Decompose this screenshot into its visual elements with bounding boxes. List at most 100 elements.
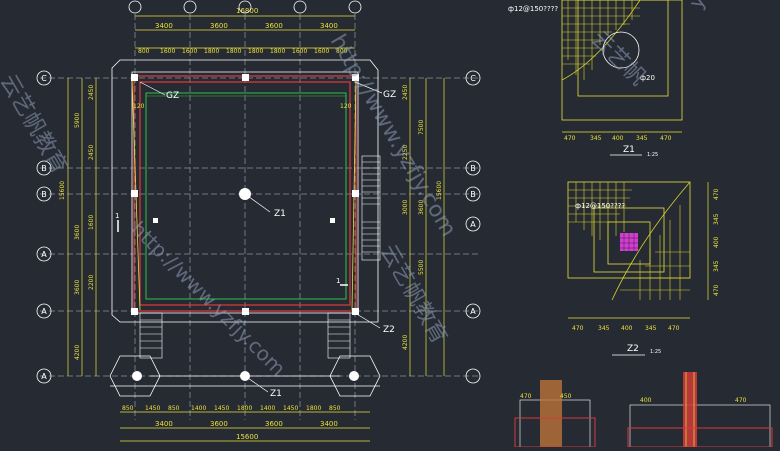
axis-bubble-1	[128, 0, 142, 14]
top-sub-3: 1600	[182, 48, 197, 55]
z2-side-dim-3: 400	[713, 236, 720, 248]
column-a5	[352, 308, 359, 315]
z2-dim-3: 400	[621, 325, 633, 332]
axis-right-c: C	[470, 74, 476, 83]
left-axis-bubbles	[36, 70, 52, 384]
bottom-dimension-group: 850 1450 850 1400 1450 1800 1400 1450 18…	[120, 405, 370, 442]
z1-bottom-label: Z1	[270, 389, 282, 399]
bottom-sub-5: 1450	[214, 405, 229, 412]
bottom-sub-3: 850	[168, 405, 180, 412]
z2-mesh-arc	[611, 181, 691, 301]
z1-inner-label: ф20	[640, 74, 655, 82]
platform-outer-edge	[111, 59, 379, 323]
foundation-dim-2: 450	[560, 393, 572, 400]
left-dim-1: 5900	[74, 113, 81, 128]
section-label-right: 1	[336, 277, 340, 285]
right-dimension-text: 2450 7500 2250 3000 3600 5500 4200 15600	[402, 85, 443, 350]
top-span-1: 3400	[155, 22, 173, 30]
foundation-right-footing	[627, 427, 773, 448]
axis-left-b2: B	[41, 190, 47, 199]
z1-center-label: Z1	[274, 209, 286, 219]
z1-dim-4: 345	[636, 135, 648, 142]
axis-right-a1: A	[470, 220, 476, 229]
axis-right-b1: B	[470, 164, 476, 173]
bottom-column-right	[349, 371, 359, 381]
left-dim-4: 2450	[88, 85, 95, 100]
foundation-right-box	[629, 404, 771, 448]
bottom-sub-6: 1800	[237, 405, 252, 412]
z1-column-circle	[602, 31, 640, 69]
z2-outer-square	[567, 181, 691, 279]
gz-left-label: GZ	[166, 91, 179, 101]
left-dim-6: 1600	[88, 215, 95, 230]
z2-detail: ф12@150???? 470 345 400 345 470 470 345 …	[567, 181, 720, 356]
right-total: 15600	[436, 181, 443, 200]
column-b5	[352, 190, 359, 197]
gz-right-label: GZ	[383, 90, 396, 100]
left-dim-2: 3600	[74, 225, 81, 240]
right-axis-labels: C B B A A	[470, 74, 476, 316]
z2-inner-square	[607, 221, 651, 265]
dim-120-right: 120	[340, 103, 352, 110]
bottom-span-1: 3400	[155, 420, 173, 428]
bottom-span-4: 3400	[320, 420, 338, 428]
top-total-dim: 16800	[236, 7, 258, 15]
bottom-total: 15600	[236, 433, 258, 441]
axis-left-c: C	[41, 74, 47, 83]
bottom-span-2: 3600	[210, 420, 228, 428]
z1-dim-3: 400	[612, 135, 624, 142]
left-dim-3: 3600	[74, 280, 81, 295]
top-sub-8: 1600	[292, 48, 307, 55]
column-b1	[131, 190, 138, 197]
z2-side-dim-2: 345	[713, 213, 720, 225]
watermark-cn-3: 云艺帆	[586, 27, 650, 91]
axis-bubble-3	[238, 0, 252, 14]
axis-right-b2: B	[470, 190, 476, 199]
bottom-sub-8: 1450	[283, 405, 298, 412]
z1-detail-title: Z1	[623, 145, 635, 155]
top-sub-9: 1600	[314, 48, 329, 55]
bottom-span-3: 3600	[265, 420, 283, 428]
top-span-4: 3400	[320, 22, 338, 30]
z2-side-dim-1: 470	[713, 188, 720, 200]
axis-left-a2: A	[41, 307, 47, 316]
top-sub-6: 1800	[248, 48, 263, 55]
right-dimension-lines	[409, 78, 445, 376]
stair-outline	[361, 155, 381, 261]
z1-mesh-arc	[561, 0, 641, 81]
z2-label: Z2	[383, 325, 395, 335]
z2-dim-2: 345	[598, 325, 610, 332]
section-label-left: 1	[115, 212, 119, 220]
left-axis-labels: C B B A A A	[41, 74, 47, 381]
top-dimension-group: 16800 3400 3600 3600 3400 800 1600 1600 …	[135, 7, 355, 55]
watermark-cn-1: 云艺帆教育	[0, 71, 71, 179]
z1-dim-2: 345	[590, 135, 602, 142]
column-a3	[242, 308, 249, 315]
z1-dim-5: 470	[660, 135, 672, 142]
top-span-3: 3600	[265, 22, 283, 30]
z2-side-dim-5: 470	[713, 284, 720, 296]
column-markers	[131, 74, 359, 315]
gz-left-leader	[139, 81, 166, 96]
right-axis-bubbles	[465, 70, 481, 384]
axis-left-a1: A	[41, 250, 47, 259]
right-dim-5: 3600	[418, 200, 425, 215]
bottom-sub-9: 1800	[306, 405, 321, 412]
bottom-stairs	[139, 312, 351, 359]
top-sub-4: 1800	[204, 48, 219, 55]
axis-left-a3: A	[41, 372, 47, 381]
bottom-column-left	[132, 371, 142, 381]
z2-dim-4: 345	[645, 325, 657, 332]
column-c1	[131, 74, 138, 81]
foundation-left-column	[540, 380, 562, 447]
axis-bubble-4	[293, 0, 307, 14]
top-sub-1: 800	[138, 48, 150, 55]
slab-boundary	[145, 92, 347, 300]
top-sub-5: 1800	[226, 48, 241, 55]
right-dim-4: 3000	[402, 200, 409, 215]
z1-rebar-mesh	[562, 0, 640, 80]
z1-bottom-leader	[244, 375, 269, 393]
z2-side-dim-4: 345	[713, 260, 720, 272]
